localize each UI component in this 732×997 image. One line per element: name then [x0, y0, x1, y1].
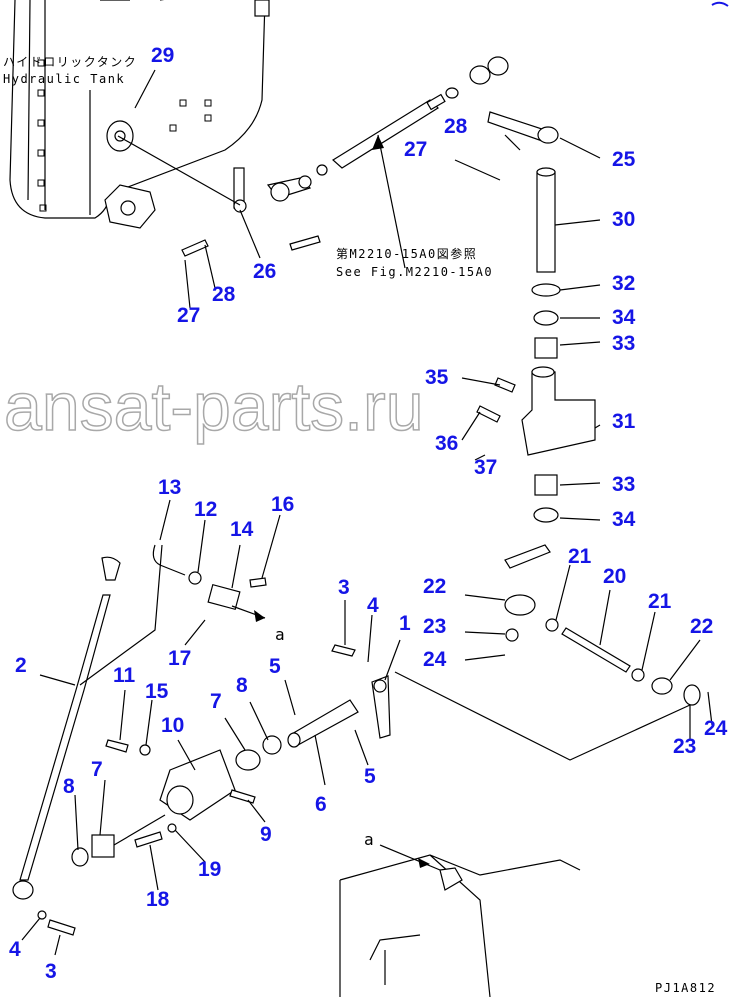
lower-right-linkage — [331, 594, 701, 761]
callout: 21 — [568, 545, 592, 568]
callout: 27 — [177, 304, 200, 327]
callout: 27 — [404, 138, 427, 161]
tank-label-jp: ハイドロリックタンク — [3, 55, 137, 69]
callout: 7 — [210, 690, 222, 713]
callout: 4 — [9, 938, 21, 961]
callout: 1 — [399, 612, 411, 635]
callout: 19 — [198, 858, 221, 881]
callout: 23 — [673, 735, 696, 758]
callout: 34 — [612, 306, 636, 329]
callout: 8 — [236, 674, 248, 697]
callout: 24 — [423, 648, 447, 671]
watermark: ansat-parts.ru — [4, 369, 424, 445]
callout: 33 — [612, 332, 635, 355]
pivot-shaft-assembly — [476, 167, 596, 569]
view-a-detail-label: a — [364, 830, 375, 849]
callout: 11 — [113, 664, 136, 687]
callout: 21 — [648, 590, 672, 613]
callout: 14 — [230, 518, 254, 541]
see-fig-label-jp: 第M2210-15A0図参照 — [336, 246, 477, 261]
callout: 2 — [15, 654, 27, 677]
callout: 6 — [315, 793, 327, 816]
callout: 20 — [603, 565, 626, 588]
callout: 31 — [612, 410, 636, 433]
callout: 34 — [612, 508, 636, 531]
callout: 15 — [145, 680, 169, 703]
callout: 4 — [367, 594, 379, 617]
corner-mark-icon — [711, 1, 729, 7]
control-lever — [12, 544, 166, 936]
callout: 33 — [612, 473, 635, 496]
tank-label-en: Hydraulic Tank — [3, 72, 125, 86]
callout: 25 — [612, 148, 636, 171]
callout: 12 — [194, 498, 217, 521]
callout: 13 — [158, 476, 181, 499]
callout: 23 — [423, 615, 446, 638]
callout: 3 — [338, 576, 350, 599]
callout: 32 — [612, 272, 635, 295]
callout: 10 — [161, 714, 184, 737]
callout: 36 — [435, 432, 458, 455]
callout: 18 — [146, 888, 170, 911]
callout: 28 — [444, 115, 468, 138]
center-linkage — [105, 544, 359, 848]
callout: 8 — [63, 775, 75, 798]
callout: 22 — [690, 615, 713, 638]
callout: 3 — [45, 960, 57, 983]
drawing-code: PJ1A812 — [655, 981, 716, 995]
callout: 35 — [425, 366, 449, 389]
hydraulic-tank — [9, 0, 270, 229]
detail-view-a — [339, 844, 581, 997]
callout: 22 — [423, 575, 446, 598]
upper-linkage — [117, 56, 559, 269]
callout: 7 — [91, 758, 103, 781]
callout: 5 — [269, 655, 281, 678]
leader-lines — [21, 69, 713, 956]
callout: 29 — [151, 44, 174, 67]
view-a-arrow-label: a — [275, 625, 286, 644]
callout: 17 — [168, 647, 191, 670]
callout: 5 — [364, 765, 376, 788]
callout: 28 — [212, 283, 236, 306]
callout: 16 — [271, 493, 294, 516]
callout: 26 — [253, 260, 276, 283]
see-fig-label-en: See Fig.M2210-15A0 — [336, 265, 493, 279]
callout: 24 — [704, 717, 728, 740]
callout: 37 — [474, 456, 497, 479]
callout: 9 — [260, 823, 272, 846]
callout-numbers: 29 28 27 25 30 32 34 33 35 31 36 37 33 3… — [9, 44, 728, 983]
callout: 30 — [612, 208, 635, 231]
